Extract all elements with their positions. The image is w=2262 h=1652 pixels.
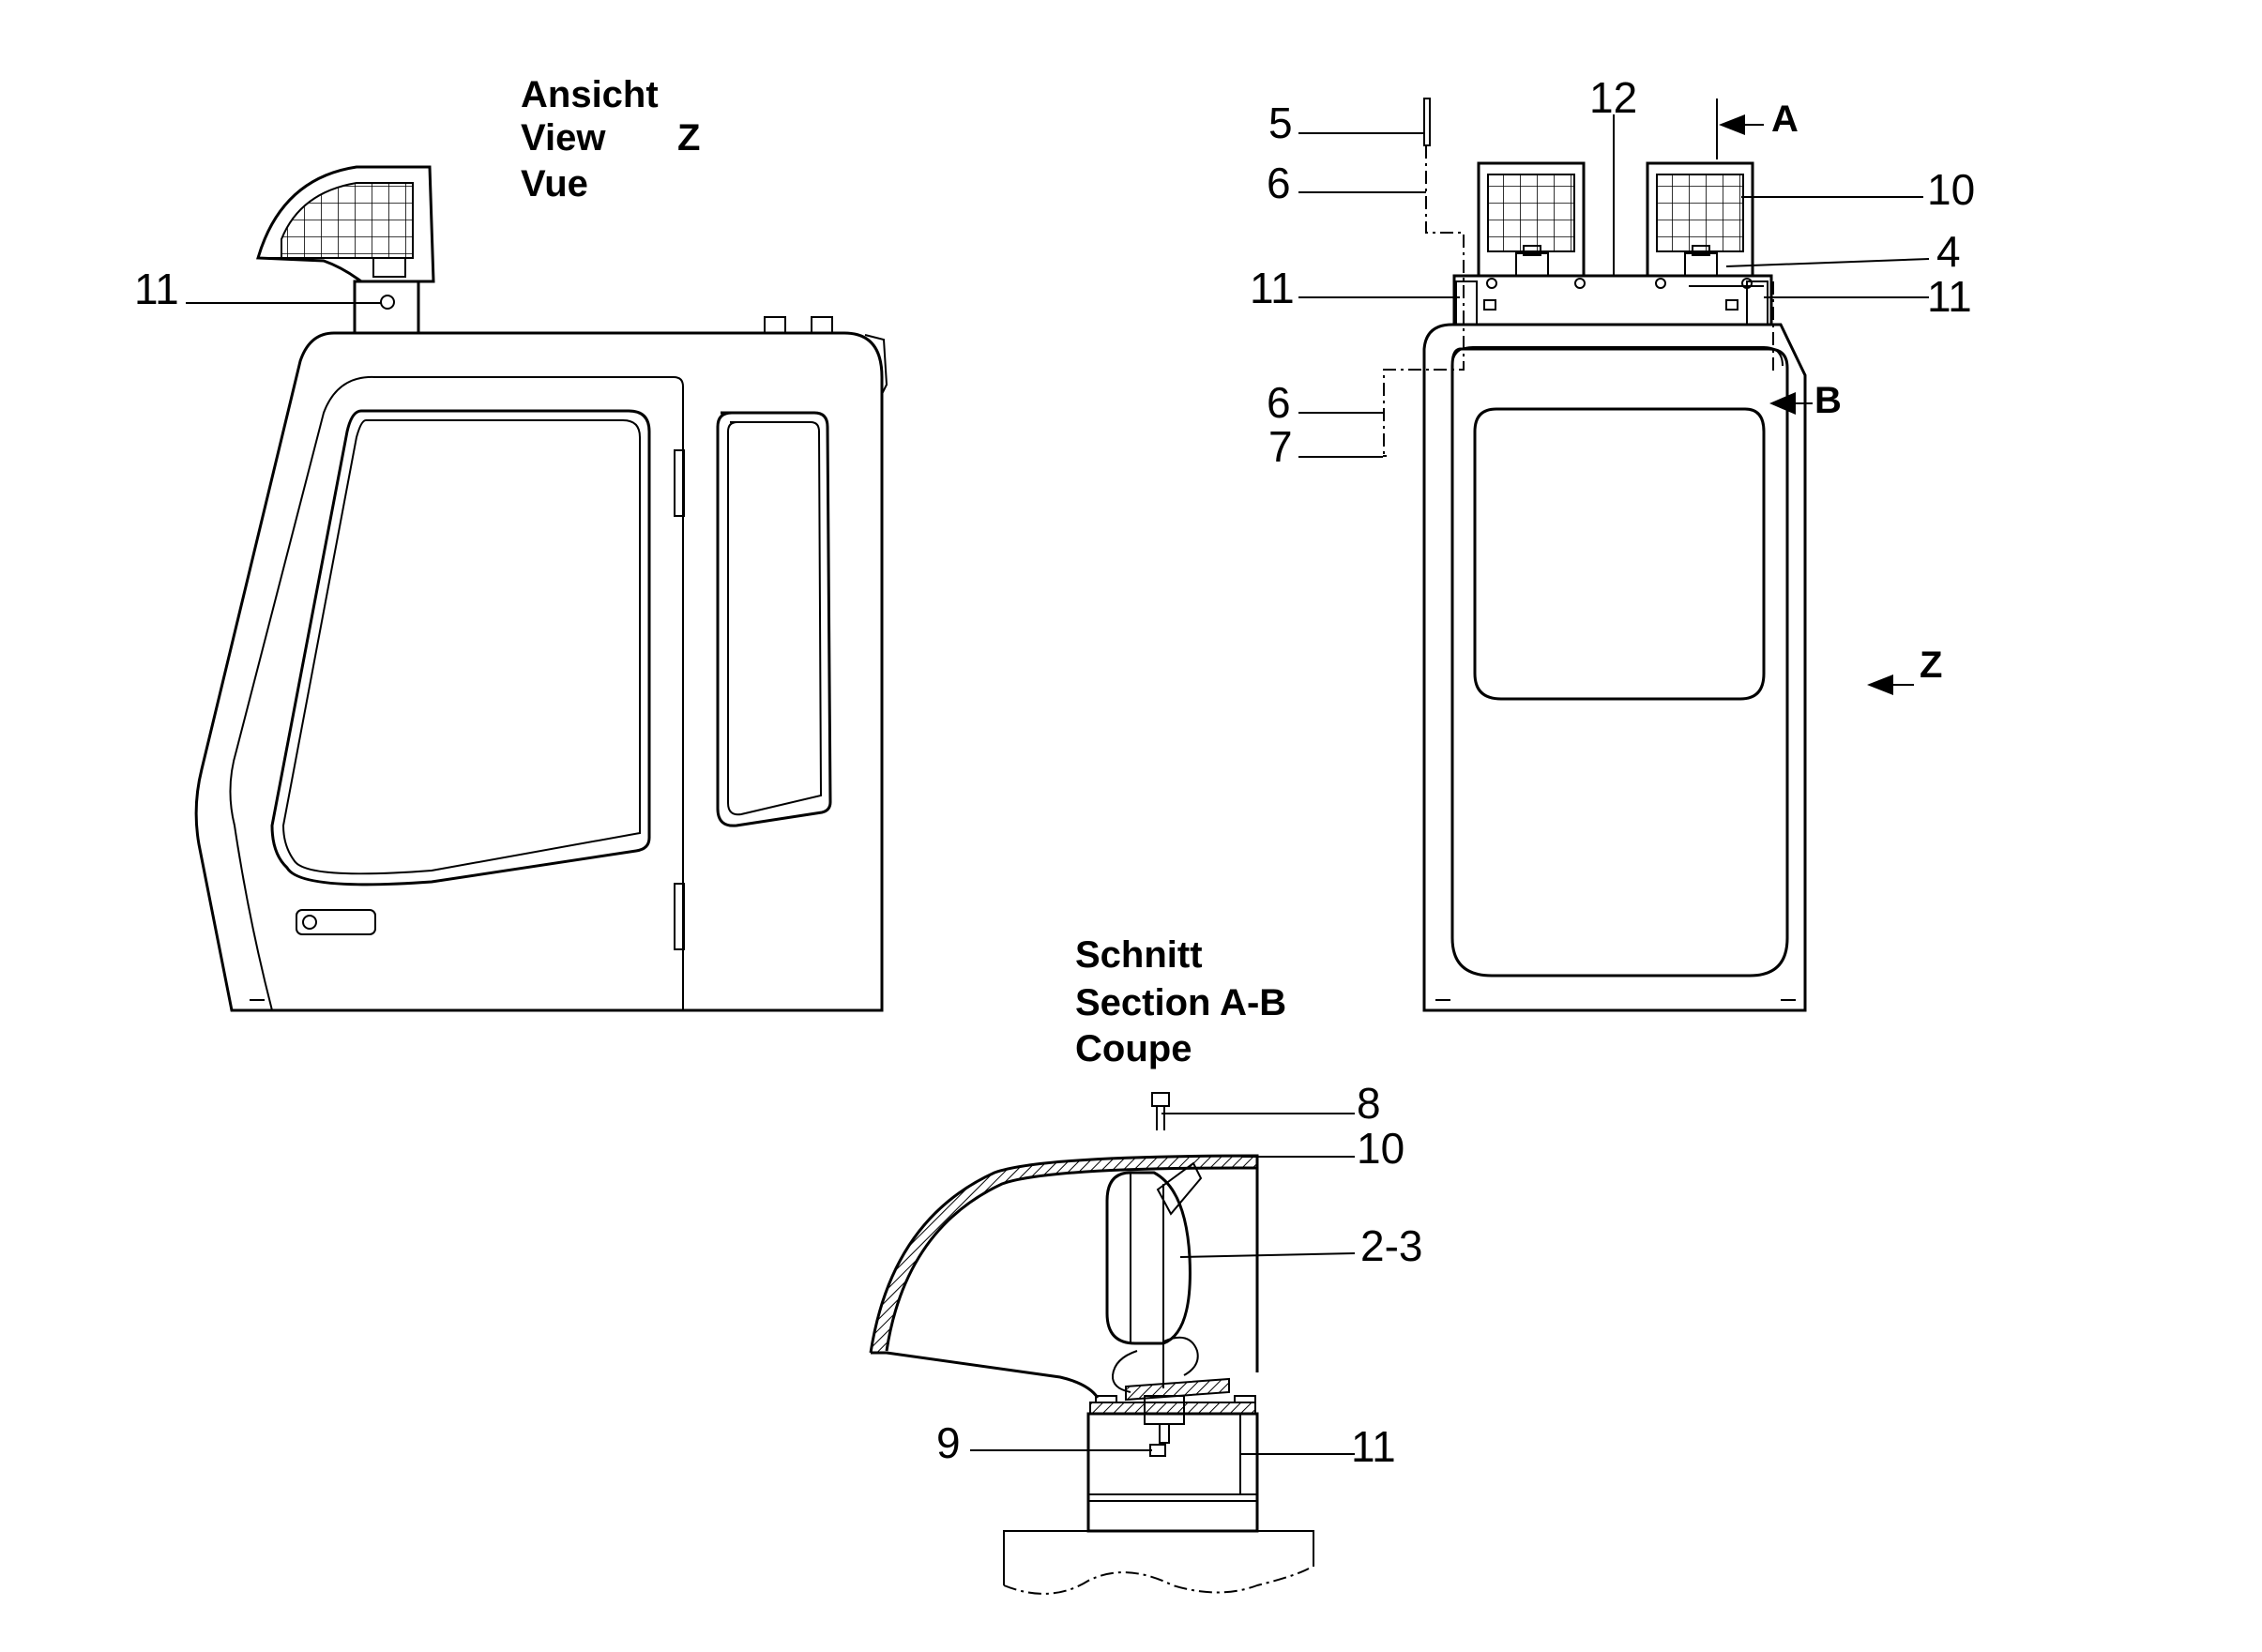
door-handle bbox=[296, 909, 376, 935]
lamp-body-section bbox=[1105, 1171, 1192, 1345]
svg-text:Coupe: Coupe bbox=[1075, 1028, 1192, 1069]
section-view bbox=[869, 1092, 1314, 1595]
svg-text:Section A-B: Section A-B bbox=[1075, 982, 1286, 1023]
callout-11-front-right: 11 bbox=[1927, 272, 1972, 321]
callout-11-side: 11 bbox=[134, 265, 179, 313]
svg-text:Ansicht: Ansicht bbox=[521, 74, 659, 115]
callout-6-lower: 6 bbox=[1267, 378, 1291, 427]
lamp-bracket bbox=[353, 280, 420, 335]
callout-7: 7 bbox=[1268, 422, 1293, 471]
side-view bbox=[194, 165, 888, 1012]
callout-2-3: 2-3 bbox=[1360, 1221, 1422, 1270]
callout-11-front-left: 11 bbox=[1250, 264, 1295, 312]
front-cab-body bbox=[1422, 323, 1807, 1012]
callout-11-section: 11 bbox=[1351, 1422, 1396, 1471]
cab-body bbox=[194, 331, 884, 1012]
callout-5: 5 bbox=[1268, 99, 1293, 147]
section-arrow-b bbox=[1769, 392, 1796, 415]
front-window bbox=[1473, 407, 1766, 701]
callout-6-upper: 6 bbox=[1267, 159, 1291, 207]
front-view: A B Z bbox=[1383, 98, 1942, 1012]
work-lamp-side bbox=[256, 165, 435, 283]
callout-8: 8 bbox=[1357, 1079, 1381, 1128]
callout-numbers: 11 5 6 11 6 7 12 10 4 11 8 10 2-3 9 11 bbox=[134, 73, 1975, 1471]
callout-9: 9 bbox=[936, 1418, 961, 1467]
callout-leaders bbox=[186, 114, 1930, 1455]
work-lamp-left bbox=[1477, 161, 1586, 278]
callout-10-front: 10 bbox=[1927, 165, 1975, 214]
svg-text:Vue: Vue bbox=[521, 163, 588, 205]
svg-text:Z: Z bbox=[677, 117, 700, 159]
work-lamp-right bbox=[1646, 161, 1754, 278]
bracket-section bbox=[1086, 1412, 1259, 1533]
rear-window bbox=[716, 411, 832, 827]
section-arrow-a bbox=[1719, 114, 1745, 135]
view-title: Ansicht View Vue Z bbox=[521, 74, 700, 205]
door-frame bbox=[229, 375, 684, 1011]
view-z-arrow bbox=[1867, 674, 1893, 695]
lamp-housing bbox=[869, 1154, 1259, 1372]
callout-12: 12 bbox=[1589, 73, 1637, 122]
svg-text:A: A bbox=[1771, 99, 1799, 140]
roof-bracket bbox=[1452, 274, 1773, 326]
front-door bbox=[1450, 347, 1789, 978]
svg-text:Z: Z bbox=[1920, 644, 1942, 686]
callout-4: 4 bbox=[1936, 227, 1961, 276]
svg-text:Schnitt: Schnitt bbox=[1075, 934, 1203, 976]
section-title: Schnitt Section A-B Coupe bbox=[1075, 934, 1286, 1069]
callout-10-section: 10 bbox=[1357, 1124, 1404, 1173]
svg-text:View: View bbox=[521, 117, 606, 159]
door-window bbox=[270, 409, 651, 887]
roof-break bbox=[1003, 1530, 1314, 1585]
svg-text:B: B bbox=[1814, 380, 1842, 421]
